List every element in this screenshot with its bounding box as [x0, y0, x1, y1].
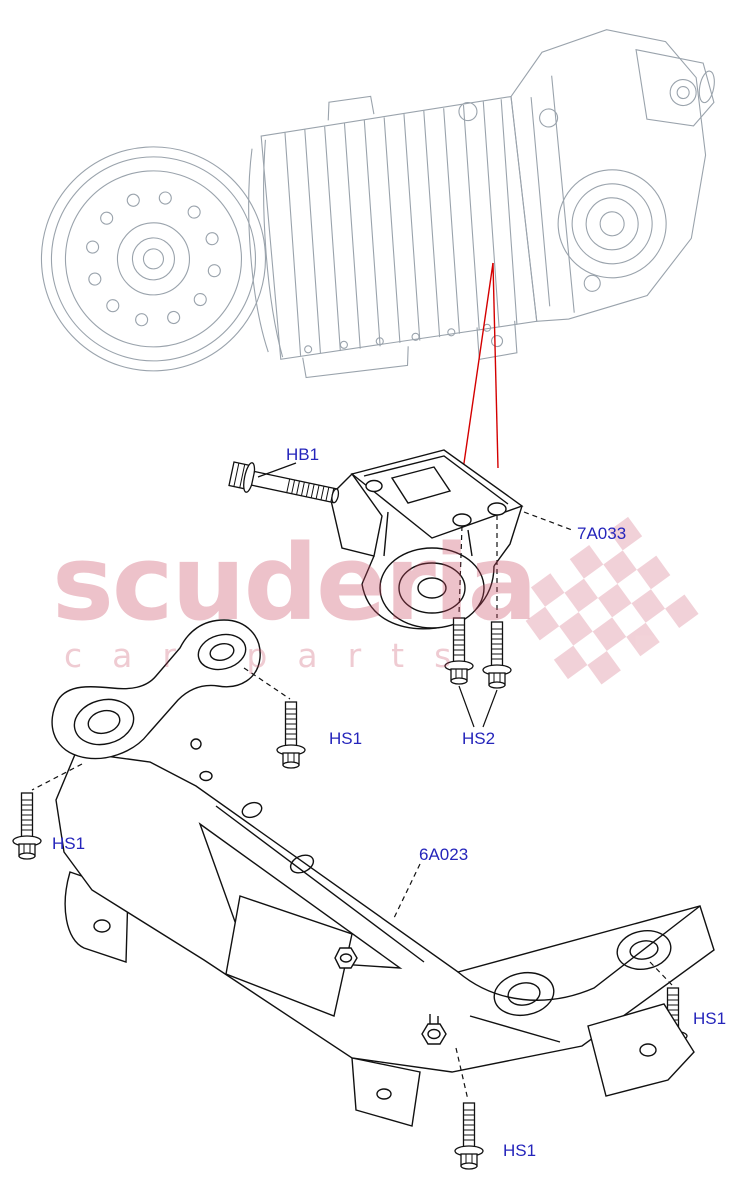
checkered-flag-watermark	[525, 516, 699, 685]
transmission-mount-illustration	[329, 449, 524, 630]
bolt-hs1-bottom	[454, 1102, 484, 1170]
label-connector-lines	[257, 462, 498, 728]
part-label-hb1[interactable]: HB1	[286, 445, 320, 464]
part-label-hs2[interactable]: HS2	[462, 729, 496, 748]
leader-lines-red	[462, 262, 499, 471]
subframe-illustration	[51, 619, 715, 1127]
part-label-hs1-mid[interactable]: HS1	[329, 729, 363, 748]
bolt-hs2-left	[444, 617, 474, 685]
transmission-illustration	[40, 29, 715, 379]
part-label-hs1-bottom[interactable]: HS1	[503, 1141, 537, 1160]
bolt-hs2-right	[482, 621, 512, 689]
part-label-hs1-left[interactable]: HS1	[52, 834, 86, 853]
part-label-hs1-right[interactable]: HS1	[693, 1009, 727, 1028]
part-label-7a033[interactable]: 7A033	[577, 524, 627, 543]
bolt-hs1-left	[12, 792, 42, 860]
part-label-6a023[interactable]: 6A023	[419, 845, 469, 864]
bolt-hs1-mid	[276, 701, 306, 769]
leader-lines-dashed	[31, 511, 673, 1101]
bolt-hb1-illustration	[228, 461, 340, 504]
